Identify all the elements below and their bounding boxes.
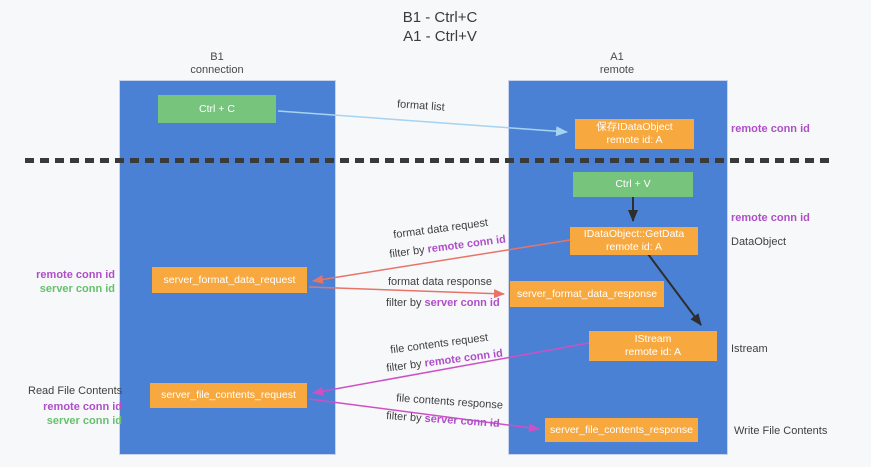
ctrl-v-label: Ctrl + V [615, 178, 651, 190]
server-format-data-request-box: server_format_data_request [152, 267, 307, 293]
read-file-contents-label: Read File Contents [28, 385, 123, 397]
dataobject-label: DataObject [731, 236, 787, 248]
server-format-data-request-label: server_format_data_request [163, 273, 296, 286]
istream-box: IStream remote id: A [589, 331, 717, 361]
server-file-contents-request-box: server_file_contents_request [150, 383, 307, 408]
server-conn-id-highlight: server conn id [424, 297, 500, 309]
format-list-label: format list [396, 98, 446, 114]
remote-conn-id-label-format: remote conn id [36, 269, 115, 281]
diagram-title: B1 - Ctrl+C A1 - Ctrl+V [330, 8, 550, 46]
remote-conn-id-label-mid: remote conn id [731, 212, 810, 224]
server-file-contents-request-label: server_file_contents_request [161, 389, 296, 401]
filter-by-prefix: filter by [385, 357, 426, 375]
file-contents-response-label: file contents response [395, 392, 504, 412]
server-file-contents-response-label: server_file_contents_response [549, 423, 693, 436]
ctrl-c-label: Ctrl + C [199, 102, 235, 115]
lane-a1-role: remote [599, 64, 635, 76]
server-conn-id-label-file: server conn id [46, 415, 122, 427]
istream-line1: IStream [634, 333, 672, 345]
filter-by-prefix: filter by [385, 410, 426, 425]
title-line-1: B1 - Ctrl+C [402, 9, 478, 26]
lane-header-b1: B1 connection [147, 51, 287, 77]
getdata-line2: remote id: A [605, 241, 663, 253]
idataobject-getdata-box: IDataObject::GetData remote id: A [570, 227, 698, 255]
server-conn-id-label-format: server conn id [39, 283, 115, 295]
lane-header-a1: A1 remote [547, 51, 687, 77]
lane-a1-name: A1 [610, 51, 624, 63]
ctrl-v-box: Ctrl + V [573, 172, 693, 197]
server-format-data-response-label: server_format_data_response [516, 287, 658, 300]
save-idataobject-line1: 保存IDataObject [596, 121, 673, 133]
save-idataobject-box: 保存IDataObject remote id: A [575, 119, 694, 149]
lane-b1-name: B1 [210, 51, 224, 63]
format-data-response-label: format data response [388, 276, 492, 288]
title-line-2: A1 - Ctrl+V [403, 28, 477, 45]
dashed-divider [25, 158, 833, 163]
file-contents-response-filter-label: filter by server conn id [386, 410, 500, 431]
save-idataobject-line2: remote id: A [606, 134, 663, 146]
remote-conn-id-label-file: remote conn id [43, 401, 122, 413]
remote-conn-id-label-top: remote conn id [731, 123, 810, 135]
server-format-data-response-box: server_format_data_response [510, 281, 664, 307]
getdata-line1: IDataObject::GetData [583, 228, 685, 240]
istream-label: Istream [731, 343, 768, 355]
istream-line2: remote id: A [624, 346, 682, 358]
filter-by-prefix: filter by [386, 297, 425, 309]
server-file-contents-response-box: server_file_contents_response [545, 418, 698, 442]
remote-conn-id-highlight: remote conn id [426, 233, 507, 256]
lane-b1-role: connection [190, 64, 244, 76]
ctrl-c-box: Ctrl + C [158, 95, 276, 123]
write-file-contents-label: Write File Contents [734, 425, 828, 437]
filter-by-prefix: filter by [388, 243, 429, 261]
server-conn-id-highlight: server conn id [424, 412, 501, 430]
format-data-response-filter-label: filter by server conn id [386, 297, 500, 310]
